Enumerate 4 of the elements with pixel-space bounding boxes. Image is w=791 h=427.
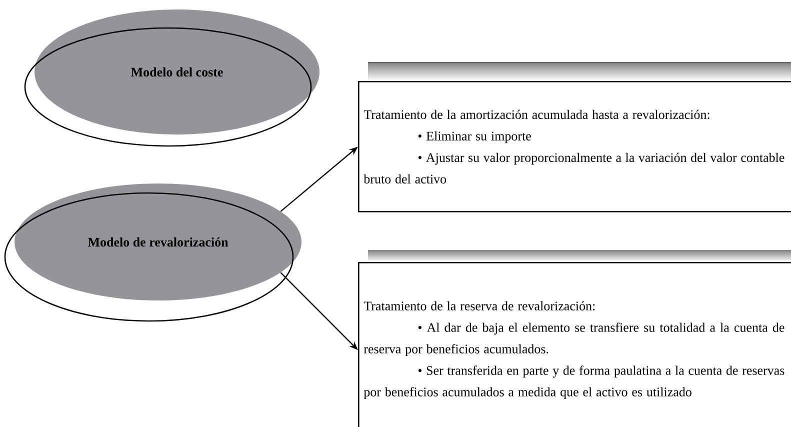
text-box: Tratamiento de la reserva de revalorización: • Al dar de baja el elemento se transfiere su totalidad a la cuenta de reserva por beneficios acumulados. • Ser transferida en parte y de forma paulatina a la cuenta de reservas por beneficios acumulados a medida que el activo es utilizado xyxy=(358,250,791,427)
ellipse-node: Modelo del coste xyxy=(24,10,320,147)
text-box: Tratamiento de la amortización acumulada hasta a revalorización: • Eliminar su importe • Ajustar su valor proporcionalmente a la variación del valor contable bruto del activo xyxy=(358,62,791,212)
ellipse-node: Modelo de revalorización xyxy=(4,183,302,322)
